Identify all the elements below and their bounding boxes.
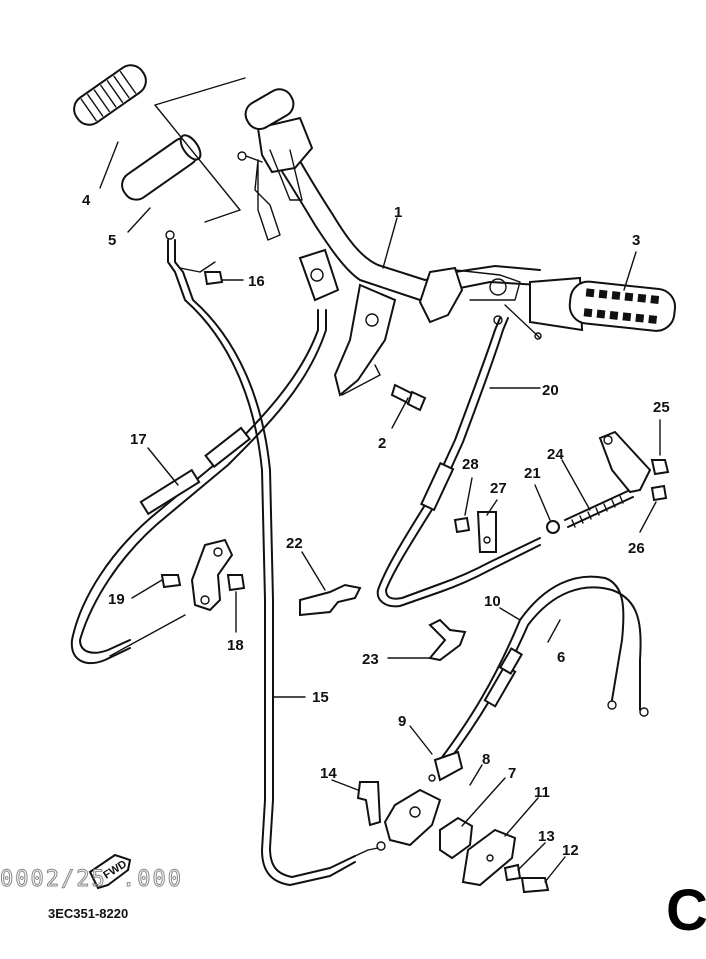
callout-10: 10	[484, 593, 501, 610]
leader-lines	[99, 141, 661, 883]
callout-16: 16	[248, 273, 265, 290]
screw-12	[520, 877, 550, 894]
brake-lever-arm	[598, 430, 670, 502]
ghost-overlay-text: 0002/25 .000	[0, 867, 183, 892]
bolt	[390, 383, 427, 412]
callout-3: 3	[632, 232, 640, 249]
callout-27: 27	[490, 480, 507, 497]
handlebar	[237, 116, 541, 397]
washer-13	[503, 863, 522, 882]
callout-4: 4	[82, 192, 91, 209]
callout-19: 19	[108, 591, 125, 608]
callout-12: 12	[562, 842, 579, 859]
section-letter: C	[666, 878, 706, 943]
nut	[203, 271, 224, 286]
callout-14: 14	[320, 765, 337, 782]
lever-bracket	[160, 538, 246, 612]
part-code: 3EC351-8220	[48, 906, 128, 921]
brake-cable	[376, 315, 541, 608]
callout-11: 11	[534, 784, 550, 801]
cover-11	[461, 828, 517, 887]
bar-end-grip	[244, 88, 295, 131]
callout-13: 13	[538, 828, 555, 845]
bracket-27-28	[453, 511, 497, 553]
callout-5: 5	[108, 232, 116, 249]
clutch-cable	[70, 309, 327, 665]
callout-18: 18	[227, 637, 244, 654]
junction-9	[428, 750, 464, 782]
right-grip	[504, 276, 677, 340]
callout-1: 1	[394, 204, 402, 221]
callout-22: 22	[286, 535, 303, 552]
cables-6-10	[439, 575, 649, 763]
callout-9: 9	[398, 713, 406, 730]
callout-labels: 1 2 3 4 5 6 7 8 9 10 11 12 13 14 15 16 1…	[82, 192, 670, 859]
callout-25: 25	[653, 399, 670, 416]
callout-21: 21	[524, 465, 541, 482]
callout-8: 8	[482, 751, 490, 768]
callout-26: 26	[628, 540, 645, 557]
callout-15: 15	[312, 689, 329, 706]
callout-7: 7	[508, 765, 516, 782]
callout-17: 17	[130, 431, 147, 448]
holder-23	[428, 618, 467, 662]
adjuster-spring	[546, 489, 634, 534]
housing-8	[383, 788, 442, 847]
callout-24: 24	[547, 446, 564, 463]
left-grip	[73, 64, 147, 126]
callout-6: 6	[557, 649, 565, 666]
throttle-tube	[121, 77, 246, 223]
throttle-cable	[165, 230, 386, 886]
callout-28: 28	[462, 456, 479, 473]
callout-20: 20	[542, 382, 559, 399]
callout-2: 2	[378, 435, 386, 452]
cap-7	[439, 816, 474, 860]
bracket-14	[356, 781, 382, 827]
holder-22	[299, 583, 362, 617]
callout-23: 23	[362, 651, 379, 668]
